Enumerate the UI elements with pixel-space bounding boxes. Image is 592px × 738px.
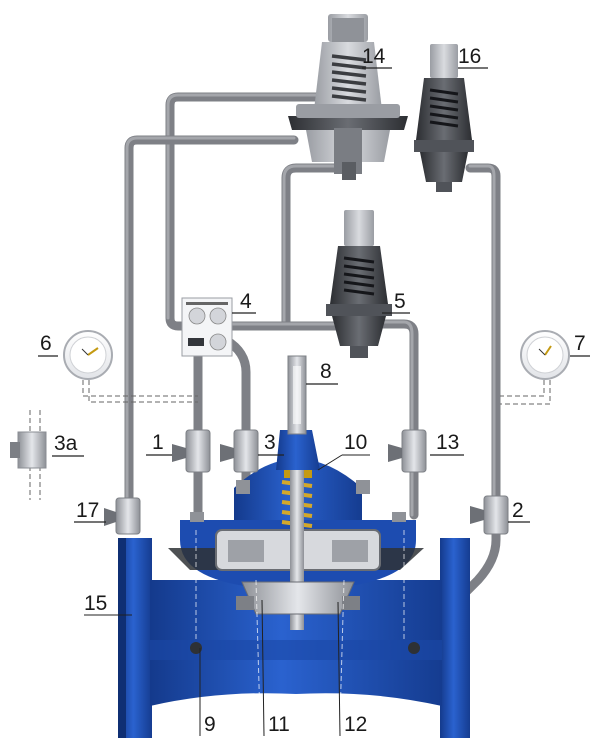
pilot-valve-16: [414, 44, 474, 192]
label-3a: 3a: [54, 432, 78, 455]
label-16: 16: [458, 45, 481, 68]
ball-valve-3: [220, 429, 259, 473]
pressure-gauge-7: [500, 330, 570, 405]
label-13: 13: [436, 431, 459, 454]
label-6: 6: [40, 332, 52, 355]
pilot-valve-5: [326, 210, 392, 358]
label-10: 10: [344, 431, 367, 454]
ball-valve-17: [104, 497, 141, 535]
label-8: 8: [320, 360, 332, 383]
label-14: 14: [362, 45, 386, 68]
position-indicator-8: [287, 355, 307, 435]
label-4: 4: [240, 290, 252, 313]
label-5: 5: [394, 290, 406, 313]
label-1: 1: [152, 431, 164, 454]
pilot-panel-4: [181, 297, 233, 357]
ball-valve-13: [388, 429, 427, 473]
label-15: 15: [84, 592, 107, 615]
label-3: 3: [264, 431, 276, 454]
cock-3a: [10, 410, 47, 500]
ball-valve-2: [470, 495, 509, 535]
pilot-valve-14: [288, 14, 408, 180]
main-valve-body: [118, 430, 470, 738]
label-9: 9: [204, 713, 216, 736]
label-7: 7: [574, 332, 586, 355]
label-2: 2: [512, 499, 524, 522]
callout-labels: 14 16 4 5 6 7 8 3a 1 3 10 13 17 2 15 9 1: [38, 45, 590, 737]
label-11: 11: [268, 713, 290, 736]
ball-valve-1: [172, 429, 211, 473]
pressure-gauge-6: [63, 330, 198, 403]
label-17: 17: [76, 499, 99, 522]
label-12: 12: [344, 713, 367, 736]
